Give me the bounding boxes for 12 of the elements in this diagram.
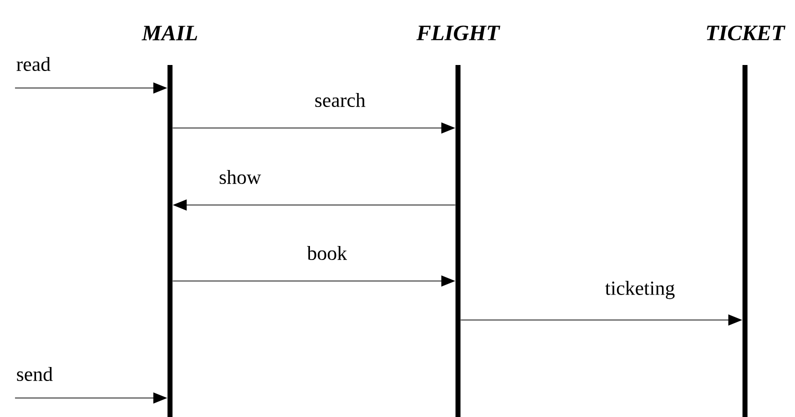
edge-label: book [306, 244, 348, 262]
lifeline: TICKET [706, 26, 786, 417]
edge-label: send [15, 366, 54, 382]
lifeline: FLIGHT [416, 26, 500, 417]
node-label: TICKET [706, 26, 786, 40]
edge-label: read [15, 56, 52, 72]
node-label: MAIL [142, 26, 198, 40]
edge-label: ticketing [604, 280, 676, 300]
edge-label: show [218, 168, 262, 186]
node-label: FLIGHT [416, 26, 500, 40]
edge-label: search [313, 92, 367, 108]
lifeline: MAIL [142, 26, 198, 417]
